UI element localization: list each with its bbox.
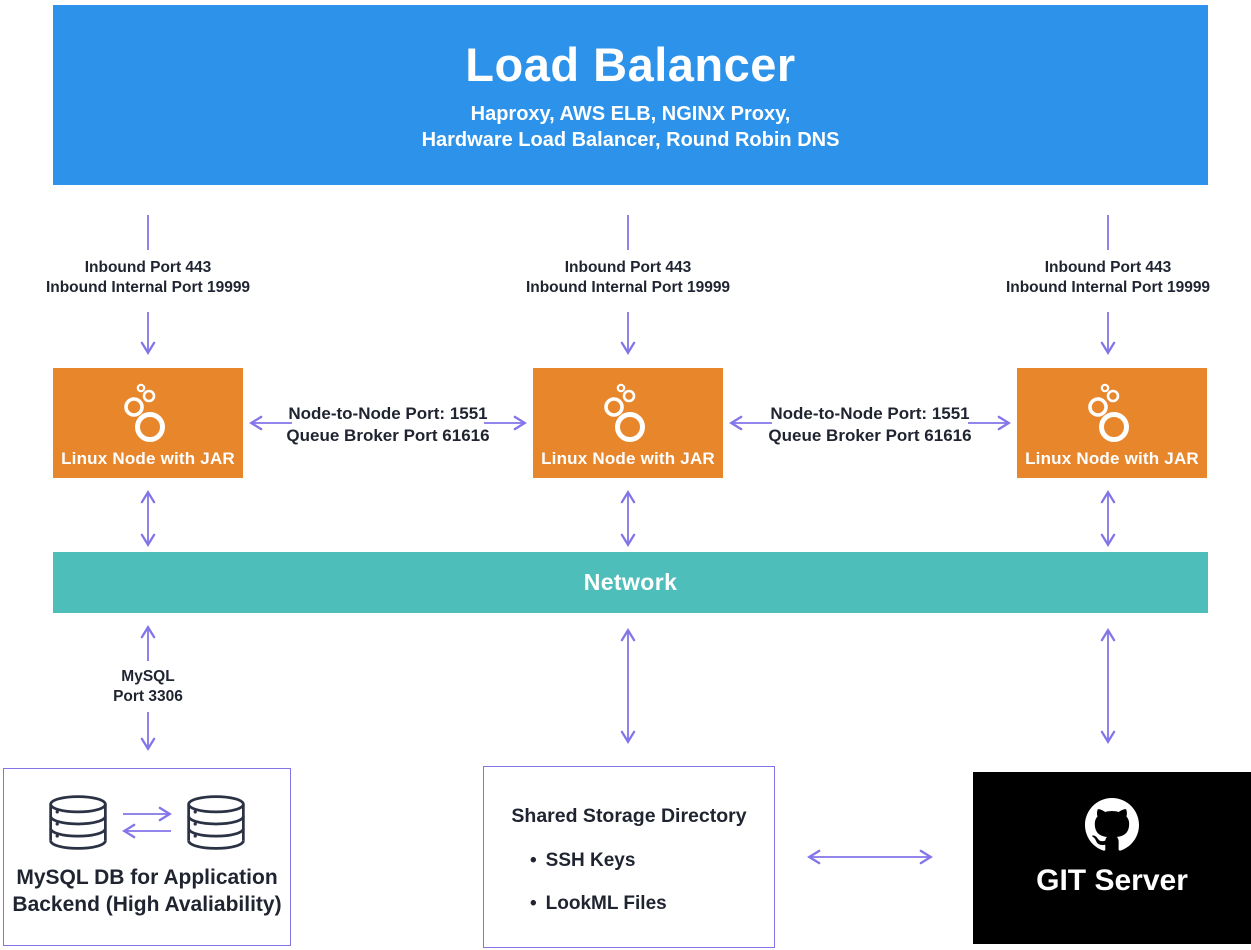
network-bar: Network — [53, 552, 1208, 613]
load-balancer-box: Load Balancer Haproxy, AWS ELB, NGINX Pr… — [53, 5, 1208, 185]
node-link-label-2-line2: Queue Broker Port 61616 — [768, 426, 972, 445]
load-balancer-subtitle: Haproxy, AWS ELB, NGINX Proxy, Hardware … — [53, 101, 1208, 153]
mysql-port-label: MySQL Port 3306 — [88, 667, 208, 706]
node-link-label-2-line1: Node-to-Node Port: 1551 — [770, 404, 970, 423]
node-link-label-2: Node-to-Node Port: 1551 Queue Broker Por… — [750, 403, 990, 447]
node-link-label-1-line1: Node-to-Node Port: 1551 — [288, 404, 488, 423]
linux-node-label-2: Linux Node with JAR — [541, 449, 715, 468]
mysql-port-label-line2: Port 3306 — [113, 687, 183, 705]
storage-item-lookml-files: LookML Files — [530, 893, 774, 915]
inbound-label-right-line1: Inbound Port 443 — [1044, 259, 1172, 276]
mysql-port-label-line1: MySQL — [121, 668, 175, 685]
network-label: Network — [583, 569, 678, 595]
node-link-label-1-line2: Queue Broker Port 61616 — [286, 426, 490, 445]
git-server-label: GIT Server — [1036, 864, 1188, 897]
looker-icon — [1088, 383, 1129, 442]
shared-storage-box: Shared Storage Directory SSH Keys LookML… — [483, 766, 775, 948]
replication-arrows — [122, 806, 172, 838]
looker-icon — [604, 383, 645, 442]
load-balancer-title: Load Balancer — [465, 38, 796, 91]
inbound-label-center-line2: Inbound Internal Port 19999 — [525, 278, 731, 296]
database-icon — [187, 795, 245, 850]
inbound-label-left: Inbound Port 443 Inbound Internal Port 1… — [18, 258, 278, 297]
inbound-label-left-line2: Inbound Internal Port 19999 — [45, 278, 251, 296]
shared-storage-list: SSH Keys LookML Files — [484, 850, 774, 915]
looker-icon — [124, 383, 165, 442]
database-replication-row — [4, 795, 290, 850]
mysql-db-box: MySQL DB for Application Backend (High A… — [3, 768, 291, 946]
inbound-label-left-line1: Inbound Port 443 — [84, 259, 212, 276]
linux-node-label-3: Linux Node with JAR — [1025, 449, 1199, 468]
mysql-db-label-line2: Backend (High Avaliability) — [12, 893, 282, 916]
inbound-label-center: Inbound Port 443 Inbound Internal Port 1… — [498, 258, 758, 297]
linux-node-box-1: Linux Node with JAR — [53, 368, 243, 478]
inbound-label-right: Inbound Port 443 Inbound Internal Port 1… — [978, 258, 1238, 297]
storage-item-ssh-keys: SSH Keys — [530, 850, 774, 872]
mysql-db-label: MySQL DB for Application Backend (High A… — [4, 864, 290, 918]
load-balancer-subtitle-line1: Haproxy, AWS ELB, NGINX Proxy, — [470, 103, 791, 125]
shared-storage-title: Shared Storage Directory — [511, 805, 747, 827]
git-server-box: GIT Server — [973, 772, 1251, 944]
inbound-label-right-line2: Inbound Internal Port 19999 — [1005, 278, 1211, 296]
github-icon — [1085, 798, 1139, 851]
node-link-label-1: Node-to-Node Port: 1551 Queue Broker Por… — [268, 403, 508, 447]
linux-node-box-2: Linux Node with JAR — [533, 368, 723, 478]
mysql-db-label-line1: MySQL DB for Application — [16, 866, 278, 889]
load-balancer-subtitle-line2: Hardware Load Balancer, Round Robin DNS — [421, 129, 840, 151]
database-icon — [49, 795, 107, 850]
inbound-label-center-line1: Inbound Port 443 — [564, 259, 692, 276]
linux-node-box-3: Linux Node with JAR — [1017, 368, 1207, 478]
linux-node-label-1: Linux Node with JAR — [61, 449, 235, 468]
